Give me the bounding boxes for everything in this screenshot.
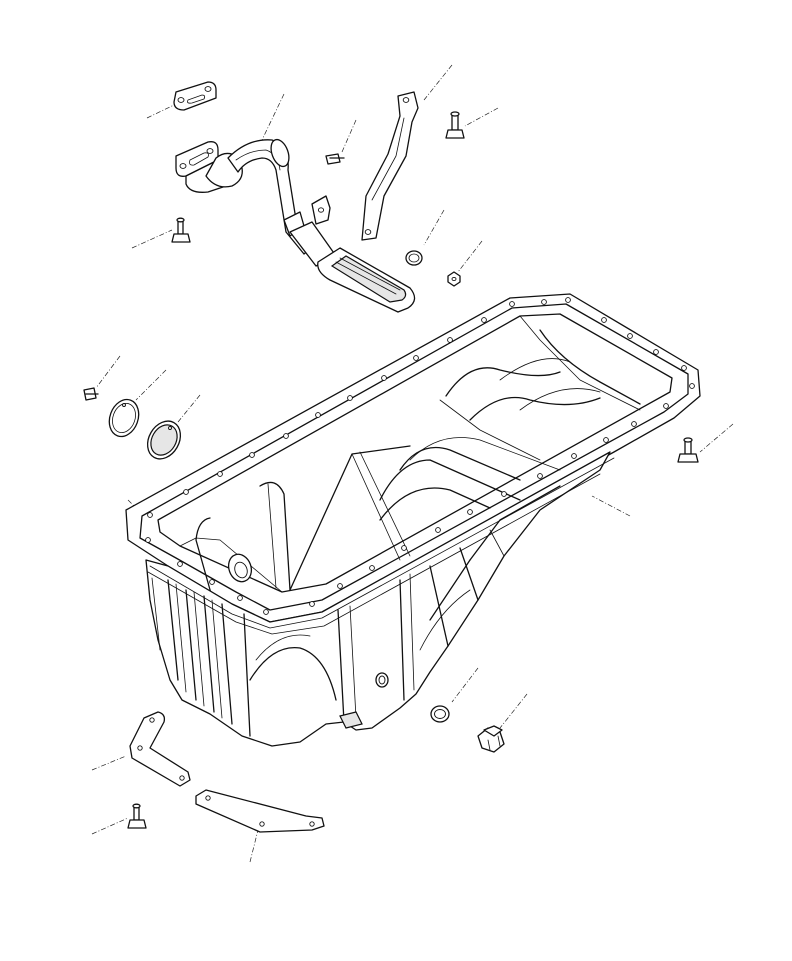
flange-bolt-icon <box>171 217 191 243</box>
flange-bolt-icon <box>127 803 147 829</box>
oil-pan-icon <box>125 293 701 747</box>
drain-plug-icon <box>477 725 505 753</box>
small-stud-icon <box>325 153 345 165</box>
round-cap-icon <box>405 250 423 266</box>
reinforcement-plate-icon <box>129 711 191 787</box>
leader-lines <box>91 64 734 863</box>
support-bracket-icon <box>361 91 419 241</box>
flange-bolt-icon <box>445 111 465 139</box>
flange-gasket-icon <box>173 81 217 111</box>
reinforcement-plate-icon <box>195 789 325 833</box>
round-cover-icon <box>108 398 140 438</box>
hex-nut-icon <box>447 271 461 287</box>
flange-bolt-icon <box>677 437 699 463</box>
round-cover-icon <box>146 420 182 460</box>
oil-suction-pipe-icon <box>175 138 416 313</box>
o-ring-icon <box>430 705 450 723</box>
small-screw-icon <box>83 387 99 401</box>
flange-bolt-holes <box>145 297 695 615</box>
